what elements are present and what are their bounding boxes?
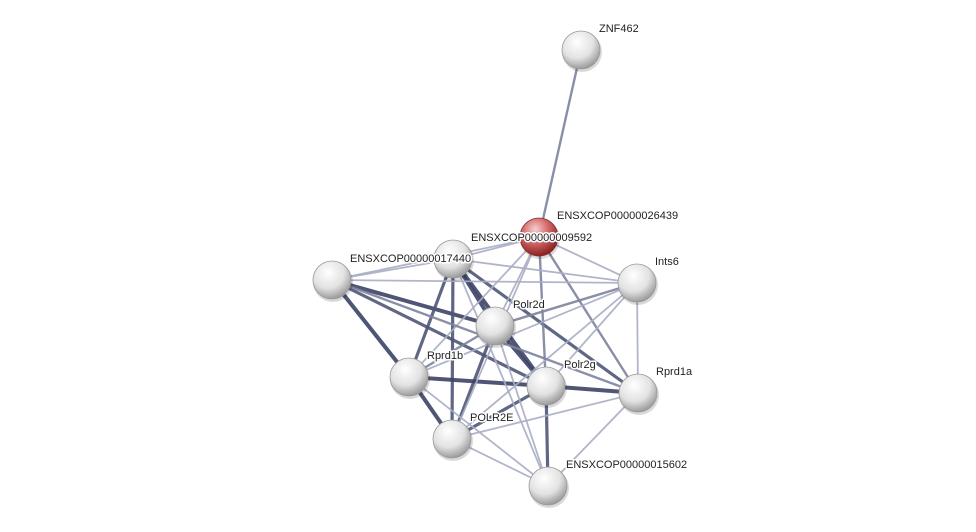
node-POLR2E[interactable]: [432, 419, 473, 461]
edge-ENSXCOP00000009592-POLR2E[interactable]: [450, 258, 455, 440]
node-ENSXCOP00000017440[interactable]: [312, 260, 353, 302]
node-Polr2d[interactable]: [475, 306, 516, 348]
edge-ENSXCOP00000017440-Rprd1b[interactable]: [330, 278, 411, 379]
node-sphere[interactable]: [312, 260, 352, 300]
node-label: Polr2g: [564, 359, 596, 371]
node-sphere[interactable]: [519, 217, 559, 257]
edge-Rprd1b-ENSXCOP00000015602[interactable]: [408, 376, 549, 487]
node-sphere[interactable]: [526, 366, 566, 406]
edge-Ints6-Rprd1b[interactable]: [408, 282, 638, 378]
edge-ENSXCOP00000017440-Polr2d[interactable]: [331, 278, 496, 328]
node-sphere[interactable]: [618, 373, 658, 413]
node-label: ZNF462: [599, 23, 639, 35]
edge-ENSXCOP00000009592-Rprd1b[interactable]: [407, 258, 455, 378]
node-label: ENSXCOP00000015602: [566, 459, 687, 471]
nodes-layer: ZNF462ENSXCOP00000026439ENSXCOP000000095…: [312, 22, 694, 508]
edge-ZNF462-ENSXCOP00000026439[interactable]: [537, 49, 583, 238]
node-sphere[interactable]: [561, 30, 601, 70]
node-ZNF462[interactable]: [561, 30, 602, 72]
edge-Rprd1a-POLR2E[interactable]: [451, 392, 639, 440]
node-sphere[interactable]: [475, 306, 515, 346]
node-label: Polr2d: [513, 299, 545, 311]
edge-Ints6-Polr2d[interactable]: [494, 281, 638, 328]
node-label: Ints6: [655, 256, 679, 268]
node-ENSXCOP00000015602[interactable]: [528, 466, 569, 508]
node-label: Rprd1b: [427, 350, 463, 362]
node-Polr2g[interactable]: [526, 366, 567, 408]
edge-ENSXCOP00000017440-Polr2g[interactable]: [331, 278, 547, 388]
edge-ENSXCOP00000009592-ENSXCOP00000015602[interactable]: [452, 258, 549, 487]
node-Rprd1b[interactable]: [389, 357, 430, 399]
edge-Ints6-Polr2g[interactable]: [545, 282, 638, 387]
edge-Polr2d-ENSXCOP00000015602[interactable]: [494, 325, 549, 487]
node-label: Rprd1a: [656, 366, 693, 378]
node-sphere[interactable]: [617, 263, 657, 303]
node-sphere[interactable]: [433, 239, 473, 279]
node-label: ENSXCOP00000026439: [557, 210, 678, 222]
edge-Ints6-ENSXCOP00000009592[interactable]: [452, 258, 638, 284]
edge-Ints6-ENSXCOP00000017440[interactable]: [331, 279, 638, 284]
node-sphere[interactable]: [528, 466, 568, 506]
node-Rprd1a[interactable]: [618, 373, 659, 415]
node-label: ENSXCOP00000009592: [471, 232, 592, 244]
node-Ints6[interactable]: [617, 263, 658, 305]
edge-Ints6-POLR2E[interactable]: [451, 282, 638, 440]
node-sphere[interactable]: [432, 419, 472, 459]
node-label: POLR2E: [470, 412, 513, 424]
node-ENSXCOP00000009592[interactable]: [433, 239, 474, 281]
node-label: ENSXCOP00000017440: [350, 253, 471, 265]
edge-Rprd1a-ENSXCOP00000015602[interactable]: [547, 392, 639, 487]
node-ENSXCOP00000026439[interactable]: [519, 217, 560, 259]
edge-ENSXCOP00000026439-Rprd1a[interactable]: [537, 236, 640, 394]
node-sphere[interactable]: [389, 357, 429, 397]
edge-ENSXCOP00000017440-ENSXCOP00000009592[interactable]: [331, 258, 454, 281]
